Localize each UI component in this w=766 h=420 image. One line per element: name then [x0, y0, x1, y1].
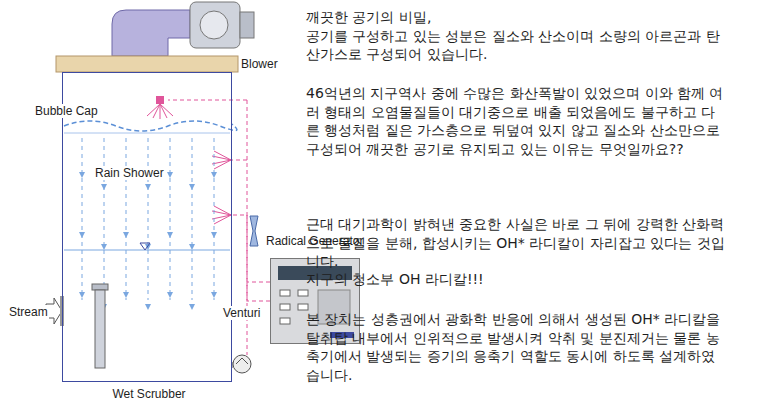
rain-stream	[192, 138, 193, 300]
rain-drop	[189, 304, 195, 310]
body-paragraph: 공기를 구성하고 있는 성분은 질소와 산소이며 소량의 아르곤과 탄산가스로 …	[306, 27, 726, 64]
rain-drop	[167, 172, 173, 178]
rain-stream	[126, 138, 127, 300]
rain-drop	[101, 244, 107, 250]
top-spray-fan	[147, 104, 173, 119]
heading-line: 깨끗한 공기의 비밀,	[306, 8, 726, 27]
bubble-cap-tray	[64, 133, 230, 134]
rain-drop	[79, 232, 85, 238]
part-name: Bubble Cap	[34, 104, 99, 118]
part-name: Venturi	[222, 306, 261, 320]
rain-drop	[189, 184, 195, 190]
rain-drop	[123, 292, 129, 298]
generator-button	[298, 304, 308, 310]
rain-stream	[82, 138, 83, 300]
pump-symbol	[233, 355, 251, 373]
rain-shower-streams	[79, 138, 217, 310]
rain-drop	[123, 232, 129, 238]
rain-drop	[211, 232, 217, 238]
rain-drop	[189, 244, 195, 250]
rain-stream	[214, 138, 215, 300]
part-name: Rain Shower	[94, 166, 165, 180]
radical-line	[168, 100, 270, 355]
generator-button	[298, 290, 308, 296]
part-name: Blower	[240, 57, 279, 71]
rain-drop	[101, 184, 107, 190]
rain-drop	[145, 304, 151, 310]
generator-button	[280, 290, 290, 296]
blower-motor	[240, 12, 254, 38]
pump-symbol	[236, 358, 248, 364]
water-level	[64, 250, 230, 251]
level-sensor-head	[92, 284, 108, 290]
side-spray-nozzle	[212, 151, 231, 169]
top-spray-nozzle	[156, 96, 164, 104]
rain-drop	[211, 172, 217, 178]
blower-housing	[190, 2, 240, 48]
rain-drop	[145, 184, 151, 190]
rain-drop	[79, 172, 85, 178]
rain-drop	[167, 232, 173, 238]
rain-stream	[104, 138, 105, 300]
generator-button	[280, 304, 290, 310]
exhaust-duct	[112, 10, 190, 56]
rain-drop	[79, 292, 85, 298]
rain-drop	[167, 292, 173, 298]
tower-top-cap	[56, 56, 238, 72]
level-sensor	[95, 290, 105, 368]
bubble-cap-plate	[64, 121, 237, 131]
emphasis-line: 지구의 청소부 OH 라디칼!!!	[306, 270, 726, 289]
blower-fan	[200, 11, 228, 39]
venturi-symbol	[250, 216, 258, 246]
rain-drop	[211, 292, 217, 298]
rain-stream	[170, 138, 171, 300]
scrubber-tower: Wet Scrubber	[62, 72, 232, 382]
body-paragraph: 본 장치는 성층권에서 광화학 반응에 의해서 생성된 OH* 라디칼을 탈취탑…	[306, 310, 726, 384]
body-paragraph: 근대 대기과학이 밝혀낸 중요한 사실은 바로 그 뒤에 강력한 산화력으로 물…	[306, 215, 726, 271]
rain-stream	[148, 138, 149, 300]
water-level-mark	[140, 243, 150, 250]
radical-feed-line	[232, 215, 270, 301]
equipment-name: Wet Scrubber	[63, 387, 235, 401]
generator-button	[280, 318, 290, 324]
side-spray-nozzle	[212, 206, 231, 224]
body-paragraph: 46억년의 지구역사 중에 수많은 화산폭발이 있었으며 이와 함께 여러 형태…	[306, 84, 726, 158]
part-name: Stream	[8, 305, 49, 319]
